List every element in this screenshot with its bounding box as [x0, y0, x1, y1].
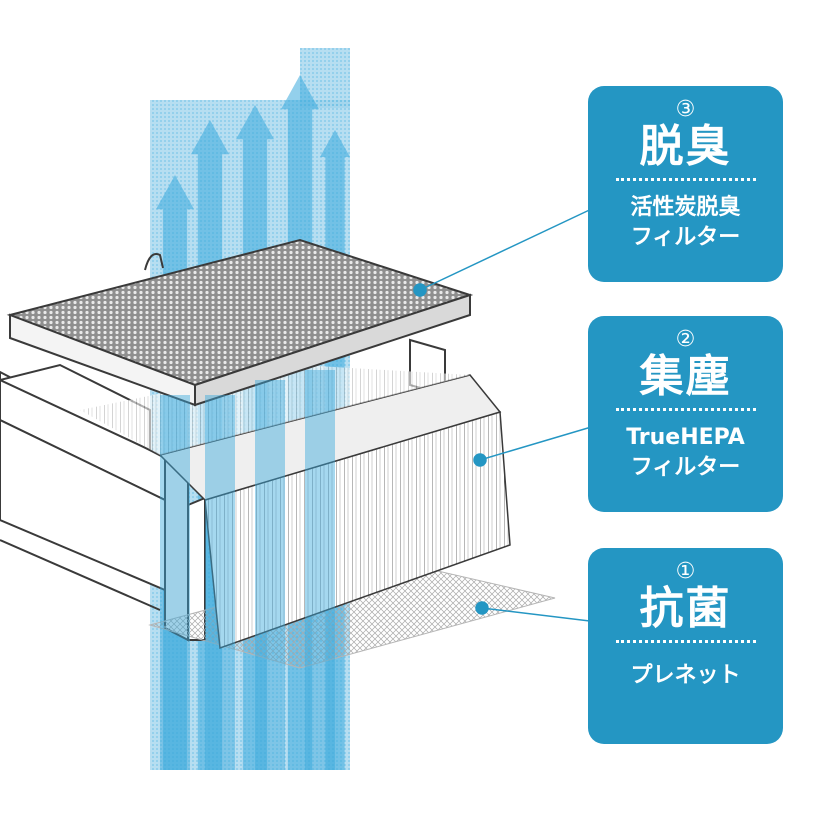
card-subtitle: 活性炭脱臭 — [630, 195, 741, 220]
dotted-divider — [615, 640, 756, 643]
dotted-divider — [615, 408, 756, 411]
carbon-filter-layer — [6, 238, 474, 407]
deodorize-card: ③ 脱臭 活性炭脱臭 フィルター — [588, 86, 783, 282]
card-number: ② — [675, 327, 696, 352]
airflow-overlay — [160, 370, 335, 770]
filter-housing — [0, 338, 446, 642]
antibacterial-card: ① 抗菌 プレネット — [588, 548, 783, 744]
card-title: 集塵 — [639, 351, 732, 402]
card-title: 抗菌 — [639, 583, 732, 634]
hepa-filter-layer — [80, 365, 511, 650]
card-subtitle-2: フィルター — [630, 225, 741, 250]
dotted-divider — [615, 178, 756, 181]
pointer-dot-hepa — [473, 453, 487, 467]
leader-lines — [413, 204, 601, 623]
card-subtitle: プレネット — [630, 663, 741, 688]
card-number: ③ — [675, 97, 696, 122]
card-subtitle: TrueHEPA — [626, 425, 745, 450]
card-title: 脱臭 — [639, 121, 732, 172]
dust-collection-card: ② 集塵 TrueHEPA フィルター — [588, 316, 783, 512]
card-number: ① — [675, 559, 696, 584]
pointer-dot-prenet — [475, 601, 489, 615]
card-subtitle-2: フィルター — [630, 455, 741, 480]
pointer-dot-carbon — [413, 283, 427, 297]
